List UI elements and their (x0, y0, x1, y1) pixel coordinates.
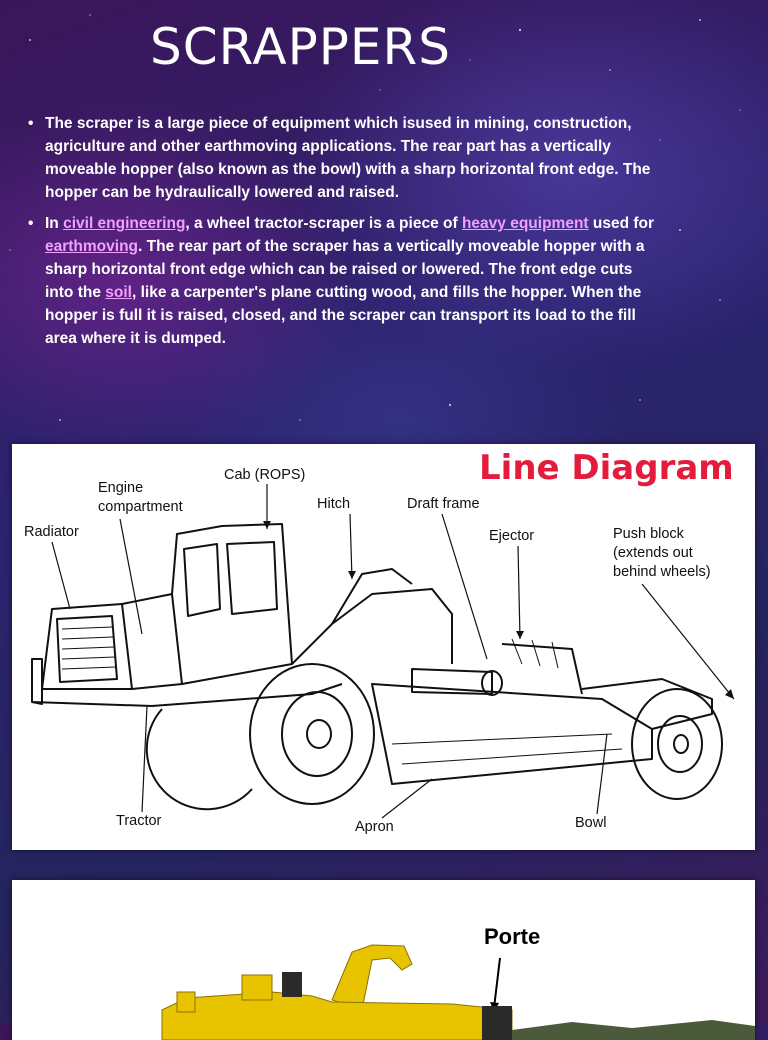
bullet-2-text-3: used for (588, 215, 655, 232)
bullet-2-text-1: In (45, 215, 64, 232)
scraper-photo (161, 944, 755, 1040)
label-ejector: Ejector (489, 528, 535, 544)
line-diagram-panel: Line Diagram Engine compartment Cab (ROP… (12, 444, 755, 850)
scraper-line-drawing (31, 484, 735, 819)
bullet-2-text-4: . The rear part of the scraper has a ver… (45, 238, 645, 301)
label-engine-compartment: Engine compartment (98, 480, 183, 515)
label-cab: Cab (ROPS) (224, 467, 306, 483)
link-earthmoving[interactable]: earthmoving (45, 238, 139, 255)
label-apron: Apron (355, 819, 394, 835)
link-soil[interactable]: soil (105, 284, 132, 301)
label-tractor: Tractor (116, 813, 162, 829)
bullet-2-text-5: , like a carpenter's plane cutting wood,… (45, 284, 642, 347)
bullet-1-text: The scraper is a large piece of equipmen… (45, 115, 651, 201)
label-porte: Porte (484, 924, 541, 949)
label-radiator: Radiator (24, 524, 79, 540)
photo-panel: Porte (12, 880, 755, 1040)
bullet-item-1: The scraper is a large piece of equipmen… (28, 112, 658, 204)
label-hitch: Hitch (317, 496, 351, 512)
link-heavy-equipment[interactable]: heavy equipment (461, 215, 589, 232)
diagram-title: Line Diagram (479, 448, 734, 488)
label-draft-frame: Draft frame (407, 496, 480, 512)
bullet-list: The scraper is a large piece of equipmen… (28, 112, 658, 358)
bullet-2-text-2: , a wheel tractor-scraper is a piece of (185, 215, 462, 232)
slide-title: SCRAPPERS (150, 18, 451, 76)
link-civil-engineering[interactable]: civil engineering (63, 215, 186, 232)
bullet-item-2: In civil engineering, a wheel tractor-sc… (28, 212, 658, 350)
label-push-block: Push block (extends out behind wheels) (613, 526, 711, 580)
label-bowl: Bowl (575, 815, 607, 831)
